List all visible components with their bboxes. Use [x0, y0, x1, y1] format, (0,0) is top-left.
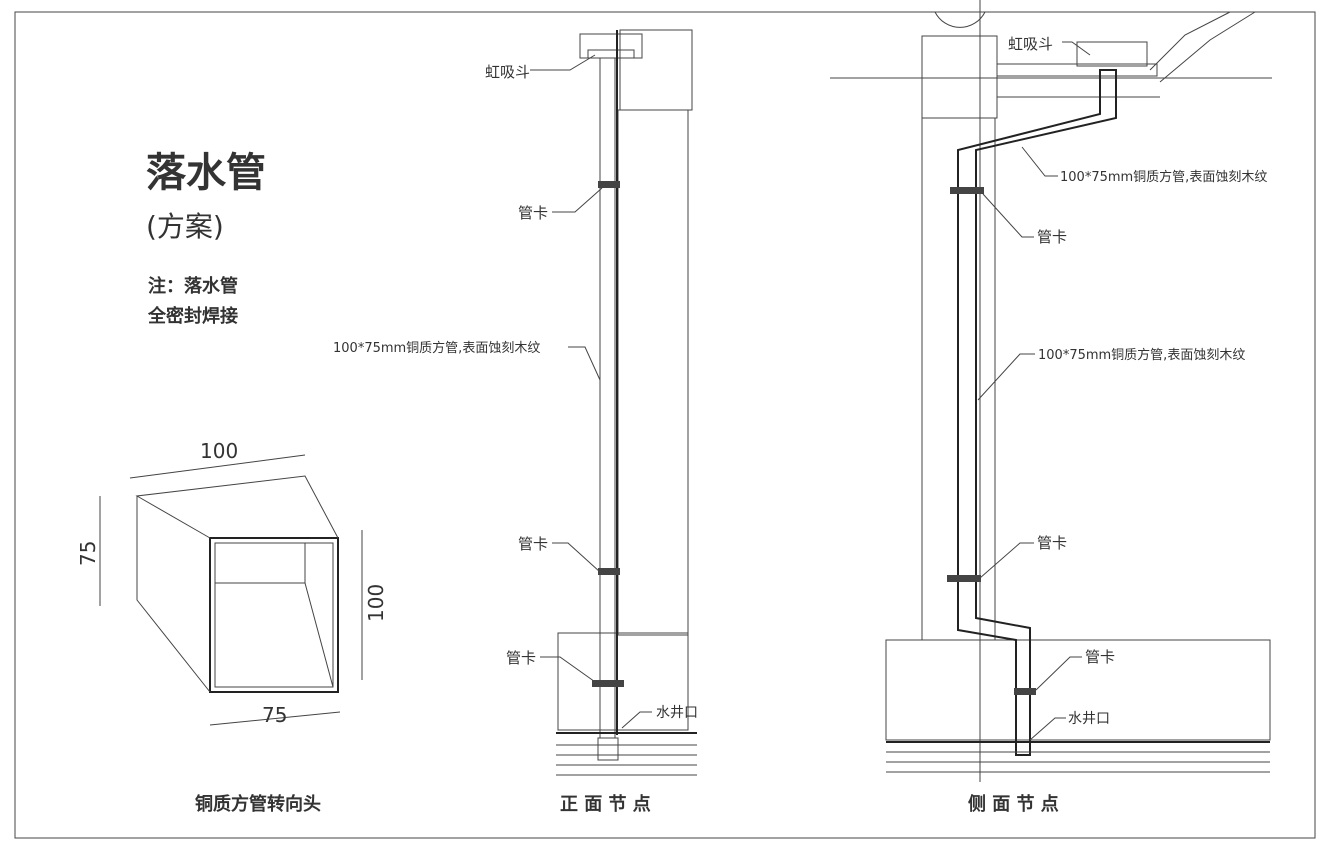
front-label-clamp3: 管卡 — [506, 649, 536, 667]
side-label-clamp2: 管卡 — [1037, 534, 1067, 552]
dim-right: 100 — [364, 584, 388, 622]
front-label-hopper: 虹吸斗 — [485, 63, 530, 81]
note-line1: 注：落水管 — [148, 275, 238, 297]
side-caption: 侧 面 节 点 — [968, 793, 1059, 815]
side-label-hopper: 虹吸斗 — [1008, 35, 1053, 53]
front-label-well: 水井口 — [656, 705, 698, 721]
dim-top: 100 — [200, 439, 238, 463]
title-sub: (方案) — [146, 210, 224, 243]
dim-bottom: 75 — [262, 703, 287, 727]
side-label-pipe1: 100*75mm铜质方管,表面蚀刻木纹 — [1060, 169, 1267, 185]
drawing-border — [14, 11, 1316, 839]
front-label-clamp2: 管卡 — [518, 535, 548, 553]
side-label-pipe2: 100*75mm铜质方管,表面蚀刻木纹 — [1038, 347, 1245, 363]
side-label-well: 水井口 — [1068, 711, 1110, 727]
side-node-drawing: 虹吸斗 100*75mm铜质方管,表面蚀刻木纹 管卡 100*75mm铜质方管,… — [830, 0, 1272, 815]
front-caption: 正 面 节 点 — [560, 793, 651, 815]
front-label-pipe: 100*75mm铜质方管,表面蚀刻木纹 — [333, 340, 540, 356]
side-label-clamp3: 管卡 — [1085, 648, 1115, 666]
front-label-clamp1: 管卡 — [518, 204, 548, 222]
elbow-drawing: 100 75 100 75 铜质方管转向头 — [76, 439, 388, 815]
front-node-drawing: 虹吸斗 管卡 100*75mm铜质方管,表面蚀刻木纹 管卡 管卡 水井口 正 面… — [333, 29, 698, 815]
dim-left: 75 — [76, 541, 100, 566]
title-block: 落水管 (方案) 注：落水管 全密封焊接 — [146, 150, 266, 327]
title-main: 落水管 — [146, 150, 266, 196]
note-line2: 全密封焊接 — [147, 305, 238, 327]
elbow-caption: 铜质方管转向头 — [195, 793, 321, 815]
side-label-clamp1: 管卡 — [1037, 228, 1067, 246]
